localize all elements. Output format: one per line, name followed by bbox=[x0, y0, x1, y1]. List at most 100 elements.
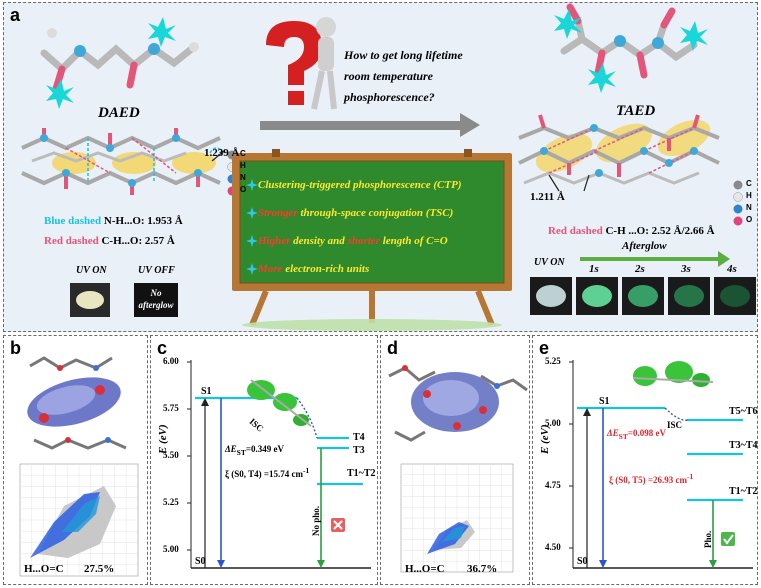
panel-d: d H...O=C 36.7% bbox=[380, 335, 530, 585]
time-label-4s: 4s bbox=[727, 263, 737, 275]
panel-a: a bbox=[3, 2, 758, 332]
blackboard bbox=[232, 149, 512, 331]
taed-highlight-star-2 bbox=[588, 63, 616, 93]
y-tick-label: 4.75 bbox=[545, 480, 561, 490]
delta-est-symbol-e: ΔE bbox=[607, 428, 619, 438]
board-item-2-part-0: Stronger bbox=[258, 207, 298, 219]
board-item-2: Stronger through-space conjugation (TSC) bbox=[258, 207, 453, 219]
energy-diagram-e bbox=[569, 360, 753, 569]
board-star-icon-2 bbox=[246, 207, 258, 219]
pho-label-e: Pho. bbox=[703, 530, 713, 548]
board-item-2-part-1: through-space conjugation (TSC) bbox=[297, 207, 454, 219]
no-afterglow-line-1: No bbox=[150, 288, 162, 298]
board-item-3-part-1: density and bbox=[290, 235, 348, 247]
process-arrow bbox=[260, 113, 480, 137]
thinking-figure-icon bbox=[266, 17, 337, 110]
panel-b: b H...O=C 27.5% bbox=[3, 335, 148, 585]
t12-label-c: T1~T2 bbox=[347, 468, 376, 479]
daed-label: DAED bbox=[98, 105, 140, 121]
delta-est-c: ΔEST=0.349 eV bbox=[225, 444, 284, 457]
y-tick-label: 5.25 bbox=[545, 356, 561, 366]
panel-label-b: b bbox=[10, 338, 21, 358]
y-tick-label: 5.00 bbox=[163, 544, 179, 554]
afterglow-arrow bbox=[580, 251, 730, 267]
board-star-icon-1 bbox=[246, 179, 258, 191]
isc-path-e bbox=[664, 407, 690, 421]
board-item-3: Higher density and shorter length of C=O bbox=[258, 235, 448, 247]
t56-label-e: T5~T6 bbox=[729, 406, 758, 417]
isc-path-c bbox=[296, 397, 318, 439]
delta-est-symbol-c: ΔE bbox=[225, 444, 237, 454]
board-item-3-part-3: length of C=O bbox=[379, 235, 448, 247]
daed-molecule bbox=[40, 28, 199, 93]
red-dashed-value-taed: C-H ...O: 2.52 Å/2.66 Å bbox=[602, 225, 715, 237]
fingerprint-grid-d bbox=[401, 464, 513, 572]
legend-h: H bbox=[240, 161, 246, 170]
time-label-3s: 3s bbox=[681, 263, 691, 275]
no-pho-cross-icon bbox=[331, 518, 345, 532]
daed-bond-distance: 1.239 Å bbox=[204, 147, 240, 159]
contact-label-b: H...O=C bbox=[24, 563, 64, 575]
panel-d-graphics bbox=[388, 365, 528, 573]
question-text: How to get long lifetime room temperatur… bbox=[344, 45, 463, 108]
red-dashed-value: C-H...O: 2.57 Å bbox=[98, 235, 175, 247]
board-star-icon-3 bbox=[246, 235, 258, 247]
t12-label-e: T1~T2 bbox=[729, 486, 758, 497]
t4-label-c: T4 bbox=[353, 432, 365, 443]
no-pho-label-c: No pho. bbox=[311, 505, 321, 536]
question-line-3: phosphorescence? bbox=[344, 90, 435, 104]
board-item-3-part-2: shorter bbox=[347, 235, 380, 247]
board-item-4-part-1: electron-rich units bbox=[282, 263, 370, 275]
fingerprint-plot-d bbox=[400, 463, 514, 573]
s1-label-c: S1 bbox=[201, 386, 212, 397]
atom-legend-left-labels: C H N O bbox=[240, 148, 246, 196]
hirshfeld-surface-taed bbox=[388, 365, 528, 442]
blue-dashed-value: N-H...O: 1.953 Å bbox=[101, 215, 183, 227]
uv-on-label-taed: UV ON bbox=[534, 257, 565, 268]
hirshfeld-surface-daed bbox=[27, 356, 127, 450]
t34-label-e: T3~T4 bbox=[729, 440, 758, 451]
daed-packing bbox=[21, 128, 225, 195]
soc-value-c: ξ (S0, T4) =15.74 cm bbox=[225, 469, 303, 479]
taed-molecule bbox=[560, 3, 698, 79]
contact-label-d: H...O=C bbox=[405, 563, 445, 575]
blue-dashed-key: Blue dashed bbox=[44, 215, 102, 227]
soc-sup-e: -1 bbox=[686, 472, 694, 481]
y-tick-label: 5.25 bbox=[163, 497, 179, 507]
red-dashed-caption-taed: Red dashed C-H ...O: 2.52 Å/2.66 Å bbox=[548, 225, 715, 237]
board-item-4-part-0: More bbox=[258, 263, 283, 275]
taed-label: TAED bbox=[616, 103, 656, 119]
orbital-isosurface-c bbox=[247, 379, 312, 427]
percent-label-d: 36.7% bbox=[467, 563, 498, 575]
y-tick-label: 6.00 bbox=[163, 356, 179, 366]
daed-highlight-star bbox=[46, 79, 74, 109]
s1-label-e: S1 bbox=[599, 396, 610, 407]
energy-diagram-c bbox=[187, 360, 371, 569]
panel-a-graphics bbox=[21, 3, 756, 331]
no-afterglow-line-2: afterglow bbox=[138, 300, 174, 310]
panel-label-a: a bbox=[10, 5, 21, 25]
legend-c-right: C bbox=[746, 179, 752, 188]
board-item-1: Clustering-triggered phosphorescence (CT… bbox=[258, 179, 462, 191]
s0-label-e: S0 bbox=[577, 556, 588, 567]
panel-label-e: e bbox=[539, 338, 550, 358]
taed-highlight-star-3 bbox=[680, 21, 708, 51]
board-item-4: More electron-rich units bbox=[258, 263, 369, 275]
legend-h-right: H bbox=[746, 191, 752, 200]
soc-c: ξ (S0, T4) =15.74 cm-1 bbox=[225, 466, 309, 479]
pho-check-icon bbox=[721, 532, 735, 546]
board-star-icons bbox=[246, 179, 258, 275]
fingerprint-plot-b bbox=[19, 463, 139, 577]
uv-on-label: UV ON bbox=[76, 265, 107, 276]
red-dashed-caption: Red dashed C-H...O: 2.57 Å bbox=[44, 235, 175, 247]
panel-label-c: c bbox=[157, 338, 168, 358]
uv-off-sample-image bbox=[134, 283, 178, 317]
daed-highlight-star-2 bbox=[148, 17, 176, 47]
delta-est-sub-c: ST bbox=[236, 447, 246, 457]
soc-sup-c: -1 bbox=[302, 466, 310, 475]
y-tick-label: 5.50 bbox=[163, 450, 179, 460]
legend-n: N bbox=[240, 173, 246, 182]
y-ticks-c bbox=[187, 361, 191, 551]
delta-est-sub-e: ST bbox=[618, 431, 628, 441]
